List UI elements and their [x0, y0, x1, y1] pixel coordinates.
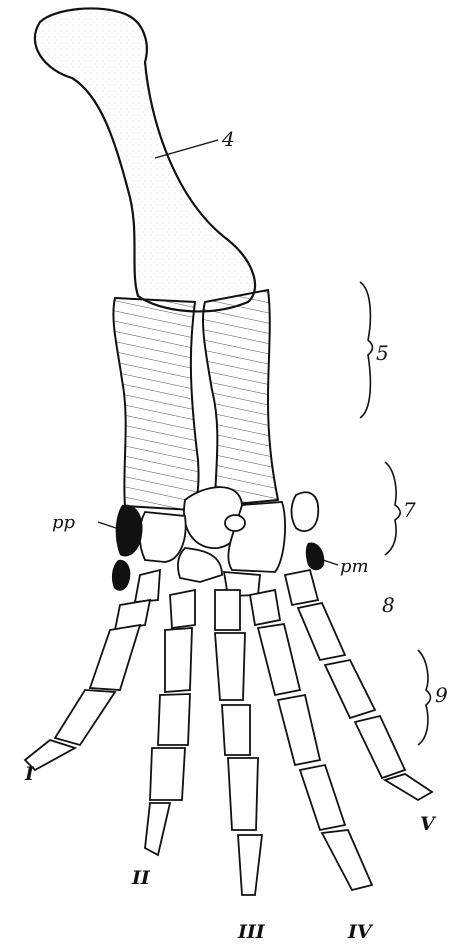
label-pisiform: pm: [340, 556, 369, 577]
label-carpus: 7: [403, 498, 416, 522]
digits: [25, 570, 432, 895]
label-digit-4: IV: [347, 921, 374, 943]
braces: [360, 282, 431, 745]
label-forearm: 5: [376, 341, 389, 365]
label-digit-1: I: [24, 763, 35, 785]
humerus-bone: [35, 8, 255, 311]
label-prepollex: pp: [52, 512, 76, 533]
label-phalanges: 9: [435, 683, 448, 707]
forearm-bones: [113, 290, 278, 510]
label-digit-3: III: [237, 921, 266, 943]
label-digit-5: V: [420, 813, 437, 835]
label-humerus: 4: [221, 127, 235, 151]
label-digit-2: II: [131, 867, 151, 889]
label-metacarpus: 8: [382, 593, 395, 617]
